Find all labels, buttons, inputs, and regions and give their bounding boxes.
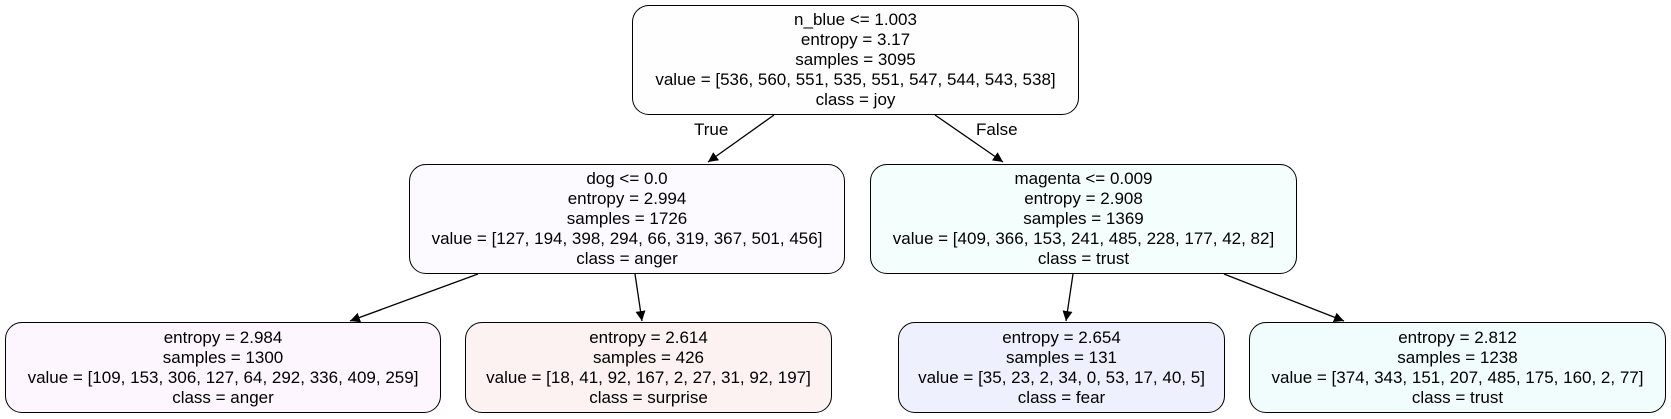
tree-leaf-right-right: entropy = 2.812 samples = 1238 value = […: [1249, 322, 1666, 413]
edge-right-rightright: [1223, 273, 1345, 323]
node-value: value = [536, 560, 551, 535, 551, 547, 5…: [655, 70, 1056, 89]
node-entropy: entropy = 2.812: [1398, 327, 1517, 347]
node-class: class = surprise: [589, 387, 708, 407]
node-samples: samples = 131: [1005, 347, 1118, 367]
tree-leaf-right-left: entropy = 2.654 samples = 131 value = [3…: [898, 322, 1225, 413]
node-samples: samples = 426: [592, 347, 705, 367]
node-class: class = joy: [815, 90, 896, 109]
tree-node-root: n_blue <= 1.003 entropy = 3.17 samples =…: [632, 5, 1079, 115]
node-entropy: entropy = 2.994: [567, 189, 687, 208]
node-split: dog <= 0.0: [586, 169, 668, 188]
node-entropy: entropy = 3.17: [800, 30, 911, 49]
node-value: value = [18, 41, 92, 167, 2, 27, 31, 92,…: [486, 367, 811, 387]
tree-leaf-left-left: entropy = 2.984 samples = 1300 value = […: [5, 322, 441, 413]
node-value: value = [409, 366, 153, 241, 485, 228, 1…: [892, 229, 1275, 248]
node-entropy: entropy = 2.984: [163, 327, 283, 347]
tree-node-right: magenta <= 0.009 entropy = 2.908 samples…: [870, 164, 1297, 274]
node-class: class = fear: [1017, 387, 1106, 407]
edge-left-leftright: [634, 273, 646, 322]
node-split: n_blue <= 1.003: [794, 10, 917, 29]
edge-right-rightleft: [1062, 273, 1074, 322]
node-value: value = [374, 343, 151, 207, 485, 175, 1…: [1271, 367, 1644, 387]
node-class: class = trust: [1411, 387, 1504, 407]
edge-label-true: True: [694, 120, 729, 139]
node-split: magenta <= 0.009: [1014, 169, 1153, 188]
edge-root-right: [934, 114, 1004, 163]
node-class: class = anger: [576, 249, 678, 268]
node-value: value = [35, 23, 2, 34, 0, 53, 17, 40, 5…: [918, 367, 1205, 387]
node-entropy: entropy = 2.908: [1024, 189, 1143, 208]
node-value: value = [109, 153, 306, 127, 64, 292, 33…: [27, 367, 419, 387]
edge-label-false: False: [976, 120, 1018, 139]
node-samples: samples = 1726: [566, 209, 688, 228]
tree-leaf-left-right: entropy = 2.614 samples = 426 value = [1…: [465, 322, 832, 413]
node-value: value = [127, 194, 398, 294, 66, 319, 36…: [431, 229, 823, 248]
node-samples: samples = 3095: [795, 50, 916, 69]
node-samples: samples = 1300: [162, 347, 284, 367]
node-samples: samples = 1369: [1023, 209, 1144, 228]
node-entropy: entropy = 2.614: [589, 327, 708, 347]
node-class: class = trust: [1037, 249, 1130, 268]
node-samples: samples = 1238: [1397, 347, 1518, 367]
edge-root-left: [707, 114, 775, 163]
edge-left-leftleft: [349, 273, 479, 323]
node-class: class = anger: [172, 387, 274, 407]
tree-node-left: dog <= 0.0 entropy = 2.994 samples = 172…: [409, 164, 845, 274]
node-entropy: entropy = 2.654: [1002, 327, 1121, 347]
